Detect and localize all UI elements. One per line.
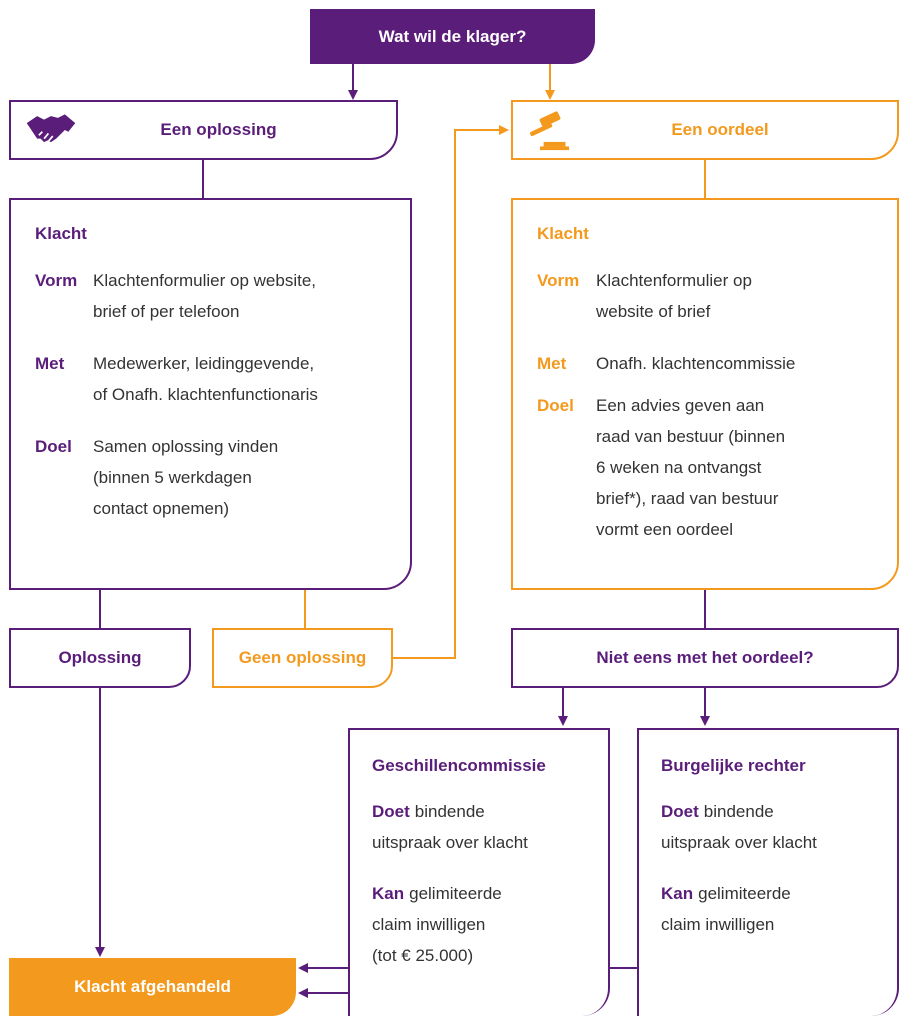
doel-line: Samen oplossing vinden (93, 437, 279, 456)
kan-line: gelimiteerde (409, 884, 502, 903)
vorm-key: Vorm (35, 271, 78, 290)
vorm-line: website of brief (596, 302, 711, 321)
doel-key: Doel (537, 396, 574, 415)
end-label: Klacht afgehandeld (74, 977, 231, 996)
klacht-oordeel-box: Klacht Vorm Klachtenformulier op website … (511, 198, 899, 590)
kan-line: gelimiteerde (698, 884, 791, 903)
klacht-title: Klacht (537, 224, 589, 243)
klacht-oplossing-box: Klacht Vorm Klachtenformulier op website… (9, 198, 412, 590)
kan-key: Kan (661, 884, 694, 903)
met-line: of Onafh. klachtenfunctionaris (93, 385, 318, 404)
met-key: Met (35, 354, 65, 373)
vorm-key: Vorm (537, 271, 580, 290)
doel-line: (binnen 5 werkdagen (93, 468, 252, 487)
doet-line: bindende (414, 802, 485, 821)
kan-line: (tot € 25.000) (372, 946, 474, 965)
doel-line: 6 weken na ontvangst (596, 458, 762, 477)
vorm-row: Vorm Klachtenformulier op website of brie… (537, 265, 752, 327)
oplossing-header: Een oplossing (9, 100, 398, 160)
doel-line: vormt een oordeel (596, 520, 734, 539)
kan-line: claim inwilligen (661, 915, 775, 934)
vorm-line: Klachtenformulier op (596, 271, 752, 290)
met-row: Met Medewerker, leidinggevende, of Onafh.… (35, 348, 318, 410)
geen-oplossing-label: Geen oplossing (238, 648, 367, 667)
vorm-line: brief of per telefoon (93, 302, 240, 321)
oplossing-header-label: Een oplossing (160, 120, 277, 139)
arrow-geen-oplossing-to-oordeel (393, 125, 509, 659)
doet-key: Doet (661, 802, 699, 821)
geschil-title: Geschillencommissie (372, 756, 546, 775)
vorm-line: Klachtenformulier op website, (93, 271, 317, 290)
met-row: Met Onafh. klachtencommissie (537, 348, 795, 379)
oplossing-box: Oplossing (9, 628, 191, 688)
start-label: Wat wil de klager? (378, 26, 527, 46)
geen-oplossing-box: Geen oplossing (212, 628, 393, 688)
start-node: Wat wil de klager? (310, 9, 595, 64)
gavel-icon (530, 111, 570, 151)
doet-line: uitspraak over klacht (661, 833, 817, 852)
handshake-icon (26, 114, 76, 143)
met-line: Medewerker, leidinggevende, (93, 354, 315, 373)
doel-line: contact opnemen) (93, 499, 230, 518)
end-node: Klacht afgehandeld (9, 958, 296, 1016)
niet-eens-label: Niet eens met het oordeel? (596, 648, 814, 667)
vorm-row: Vorm Klachtenformulier op website, brief … (35, 265, 316, 327)
met-key: Met (537, 354, 567, 373)
doel-row: Doel Samen oplossing vinden (binnen 5 wer… (35, 431, 278, 524)
oordeel-header-label: Een oordeel (671, 120, 769, 139)
rechter-title: Burgelijke rechter (661, 756, 806, 775)
kan-key: Kan (372, 884, 405, 903)
doet-key: Doet (372, 802, 410, 821)
doel-line: Een advies geven aan (596, 396, 765, 415)
doel-row: Doel Een advies geven aan raad van bestuu… (537, 390, 785, 545)
klacht-title: Klacht (35, 224, 87, 243)
kan-line: claim inwilligen (372, 915, 486, 934)
doel-line: brief*), raad van bestuur (596, 489, 779, 508)
doet-line: bindende (703, 802, 774, 821)
oordeel-header: Een oordeel (511, 100, 899, 160)
niet-eens-box: Niet eens met het oordeel? (511, 628, 899, 688)
doel-line: raad van bestuur (binnen (596, 427, 786, 446)
doel-key: Doel (35, 437, 72, 456)
met-line: Onafh. klachtencommissie (596, 354, 796, 373)
oplossing-label: Oplossing (58, 648, 142, 667)
doet-line: uitspraak over klacht (372, 833, 528, 852)
